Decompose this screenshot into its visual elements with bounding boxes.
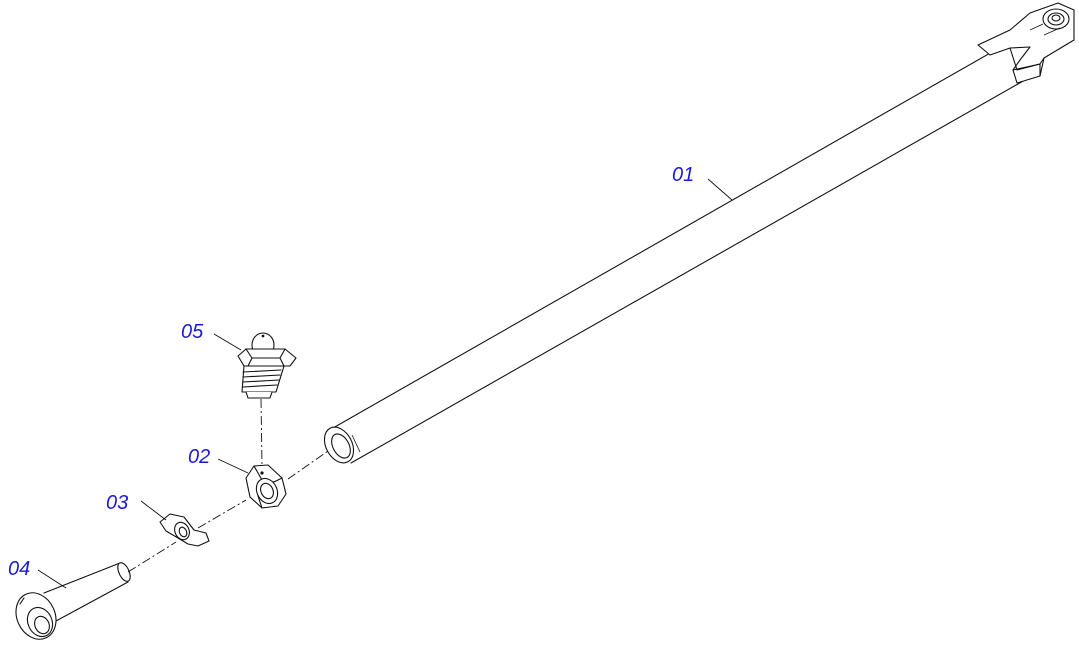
- part-04-rod-end: [15, 562, 131, 640]
- part-03-tab-washer: [159, 513, 210, 547]
- callout-01: 01: [672, 164, 694, 186]
- part-02-hex-nut: [245, 464, 287, 509]
- assembly-centerlines: [127, 398, 329, 573]
- callout-04: 04: [8, 558, 30, 580]
- callout-03: 03: [106, 492, 128, 514]
- callout-05: 05: [181, 321, 204, 343]
- part-05-grease-fitting: [237, 332, 297, 399]
- leader-lines: [37, 178, 733, 589]
- part-01-tube: [323, 2, 1075, 464]
- callout-02: 02: [188, 446, 210, 468]
- callout-labels: 01 02 03 04 05: [8, 164, 694, 580]
